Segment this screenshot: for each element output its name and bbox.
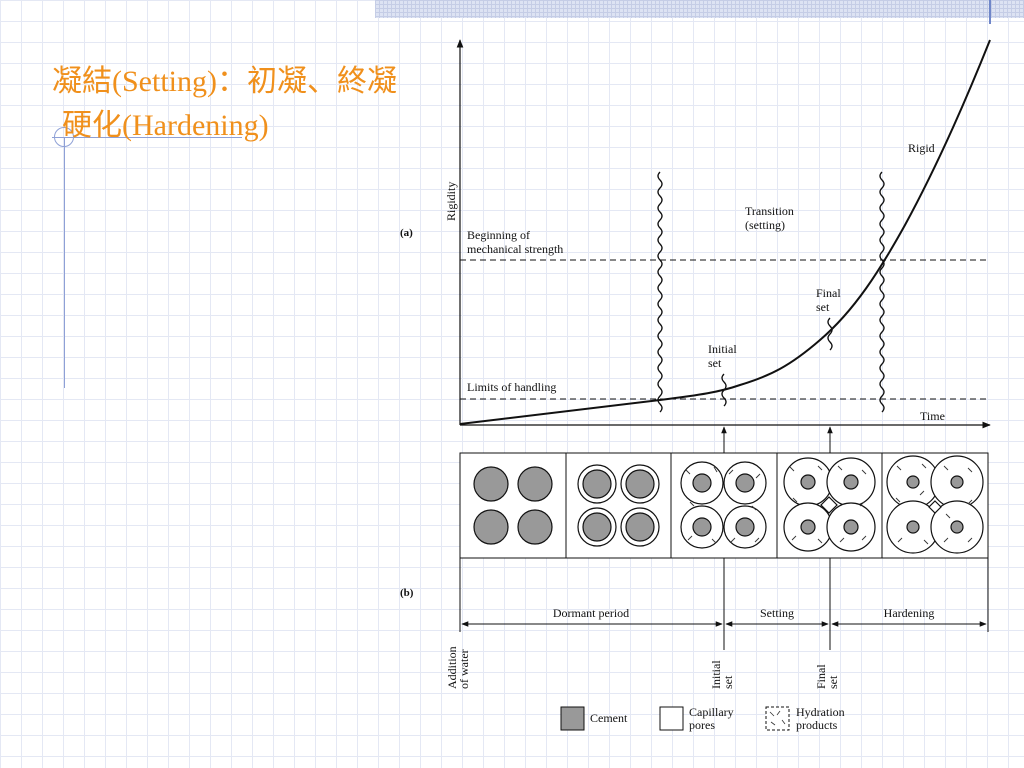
rigidity-curve <box>459 39 991 425</box>
final-set-label-line2: set <box>816 300 830 314</box>
setting-period-label: Setting <box>760 606 794 620</box>
beginning-label-line2: mechanical strength <box>467 242 563 256</box>
title-line-2: 硬化(Hardening) <box>62 109 269 142</box>
bottom-final-set-label-line1: Final <box>814 664 828 689</box>
legend-hydration-hatch <box>769 710 786 726</box>
stage-2-initial-shells <box>577 464 660 547</box>
panel-a-label: (a) <box>400 227 413 239</box>
top-decorative-bar <box>375 0 1024 18</box>
initial-set-label-line1: Initial <box>708 342 737 356</box>
rigid-label: Rigid <box>908 141 935 155</box>
decorative-vertical-line <box>64 138 65 388</box>
panel-b-label: (b) <box>400 587 414 599</box>
bottom-initial-set-label-line1: Initial <box>709 660 723 689</box>
legend-hydration-label-line2: products <box>796 718 838 732</box>
addition-of-water-label-line2: of water <box>457 649 471 689</box>
bottom-final-set-label-line2: set <box>826 675 840 689</box>
stage-3-thick-shells <box>680 461 767 549</box>
legend-hydration-label-line1: Hydration <box>796 705 845 719</box>
legend-hydration-swatch <box>765 706 790 731</box>
x-axis-label: Time <box>920 409 945 423</box>
limits-label: Limits of handling <box>467 380 556 394</box>
addition-of-water-label-line1: Addition <box>445 646 459 689</box>
legend-pores-label-line2: pores <box>689 718 715 732</box>
legend-pores-label-line1: Capillary <box>689 705 734 719</box>
initial-set-label-line2: set <box>708 356 722 370</box>
decorative-circle-icon <box>54 127 74 147</box>
legend-cement-label: Cement <box>590 711 628 725</box>
title-line-1: 凝結(Setting)：初凝、終凝 <box>52 65 397 98</box>
wavy-boundary-right <box>879 171 885 413</box>
dormant-period-label: Dormant period <box>553 606 629 620</box>
legend-cement-swatch <box>560 706 585 731</box>
bottom-initial-set-label-line2: set <box>721 675 735 689</box>
y-axis-label: Rigidity <box>444 182 458 221</box>
hardening-period-label: Hardening <box>884 606 935 620</box>
beginning-label-line1: Beginning of <box>467 228 530 242</box>
stage-4-interlocking <box>783 457 876 552</box>
decorative-horizontal-line <box>52 137 242 138</box>
slide-title: 凝結(Setting)：初凝、終凝 硬化(Hardening) <box>52 60 397 148</box>
wavy-boundary-left <box>657 171 663 413</box>
stage-1-fresh-cement <box>473 466 553 545</box>
top-bar-tick <box>989 0 991 24</box>
final-set-label-line1: Final <box>816 286 841 300</box>
transition-label-line2: (setting) <box>745 218 785 232</box>
transition-label-line1: Transition <box>745 204 794 218</box>
hydration-product-hatching <box>685 463 973 545</box>
final-set-squiggle <box>827 317 833 351</box>
legend-pores-swatch <box>659 706 684 731</box>
